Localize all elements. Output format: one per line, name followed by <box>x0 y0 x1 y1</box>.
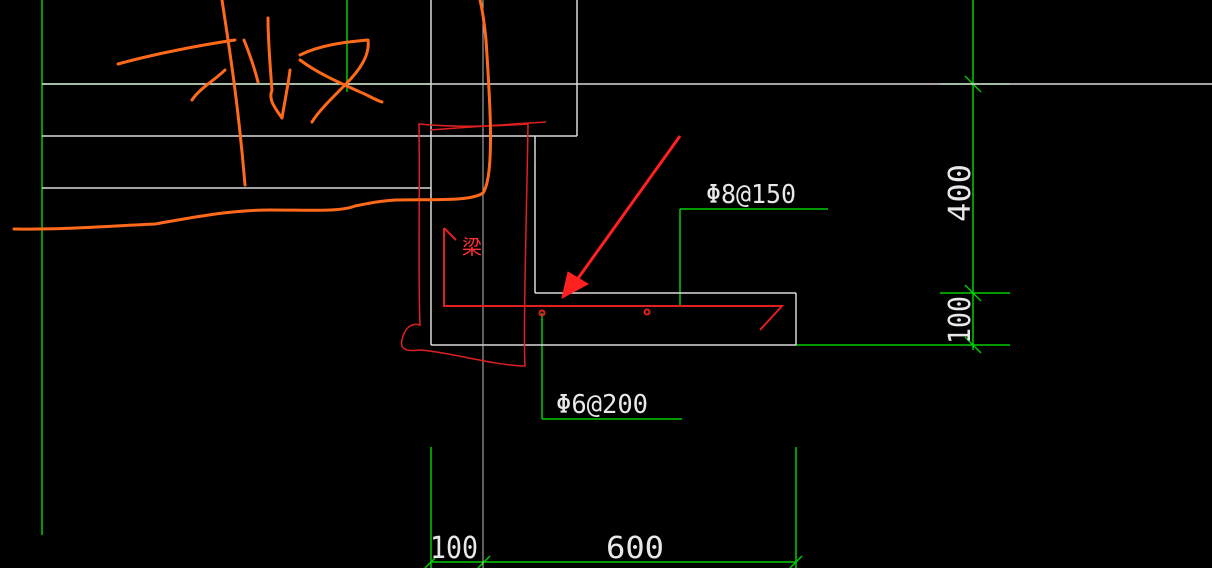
grid-lines <box>41 0 1010 568</box>
structure-outline <box>42 0 1212 568</box>
rebar-dot <box>538 309 546 317</box>
beam-label: 梁 <box>462 235 482 259</box>
dimension-400: 400 <box>943 164 978 222</box>
markup-char-stroke <box>298 38 370 124</box>
top-rebar-label: Φ8@150 <box>706 180 796 210</box>
rebar <box>443 227 785 331</box>
dim-tick <box>964 336 982 354</box>
dim-tick <box>477 555 491 568</box>
markup-char-stroke <box>298 58 384 104</box>
bottom-rebar-label: Φ6@200 <box>556 390 648 420</box>
slab-markup <box>12 0 493 231</box>
markup-char-stroke <box>190 68 227 102</box>
dimension-100-vertical: 100 <box>943 296 978 344</box>
markup-char-stroke <box>116 38 237 66</box>
dim-tick <box>424 555 438 568</box>
dimension-600: 600 <box>606 531 664 566</box>
rebar-hook-top <box>443 227 457 241</box>
beam-markup-outline <box>400 123 529 367</box>
dim-tick <box>789 555 803 568</box>
arrow-head <box>561 271 590 299</box>
pointer-arrow <box>561 135 682 299</box>
markup-char-stroke <box>266 16 292 120</box>
rebar-dot <box>643 308 651 316</box>
dim-tick <box>964 284 982 302</box>
markup-char-stroke <box>220 0 247 187</box>
markup-char-stroke <box>242 38 260 84</box>
arrow-shaft <box>572 135 682 285</box>
markup-long-curve <box>12 0 493 231</box>
dimension-100-horizontal: 100 <box>430 531 478 566</box>
rebar-main-bar <box>443 228 785 331</box>
